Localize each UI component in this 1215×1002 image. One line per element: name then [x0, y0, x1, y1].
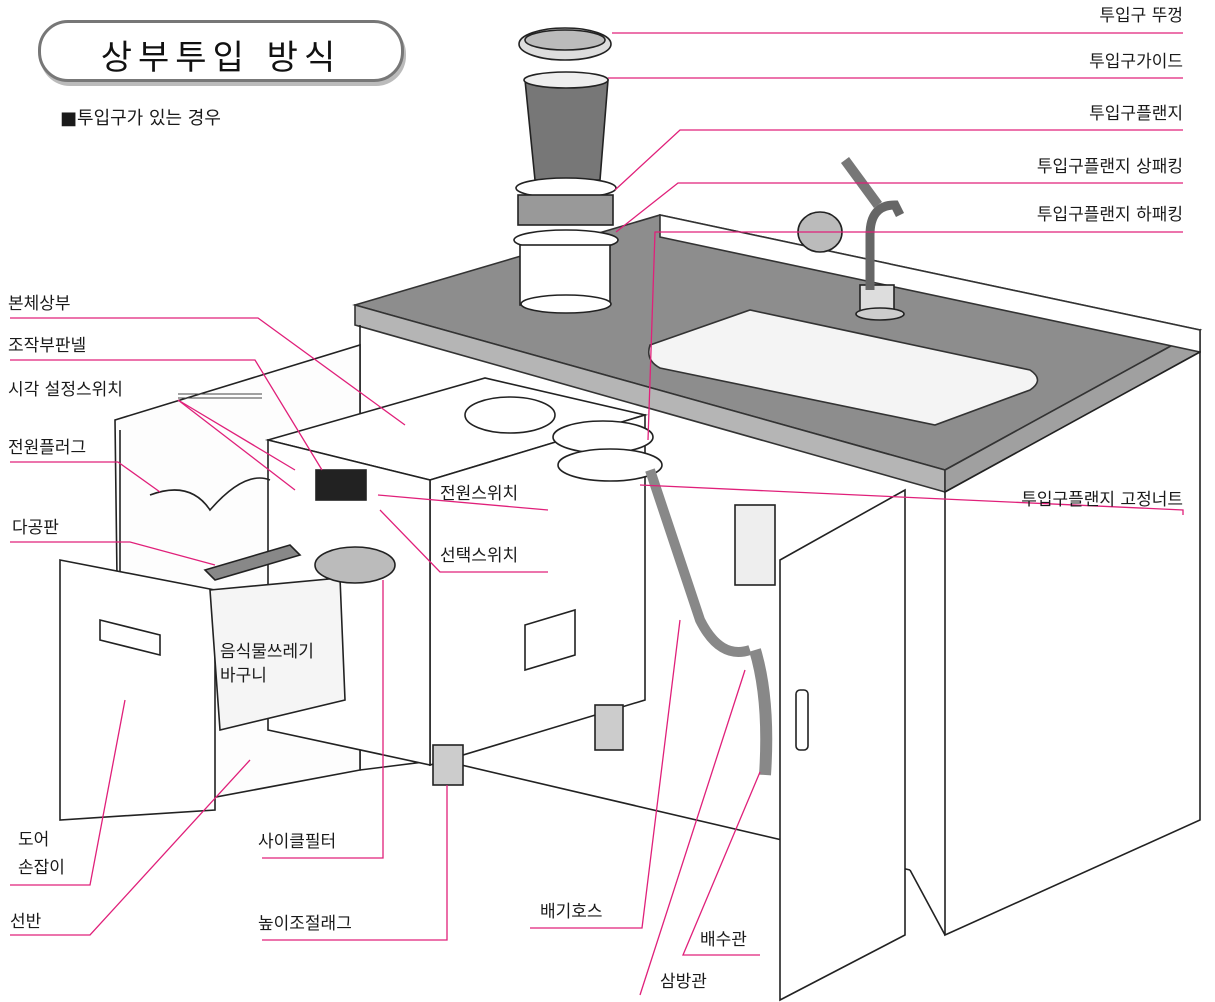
label-power-plug: 전원플러그: [8, 438, 87, 458]
label-cycle-filter: 사이클필터: [258, 832, 337, 852]
label-select-switch: 선택스위치: [440, 546, 519, 566]
label-leveling-leg: 높이조절래그: [258, 914, 352, 934]
label-inlet-cover: 투입구 뚜껑: [1099, 6, 1183, 26]
label-three-way-pipe: 삼방관: [660, 972, 707, 992]
label-flange-upper-packing: 투입구플랜지 상패킹: [1036, 157, 1183, 177]
label-flange-nut: 투입구플랜지 고정너트: [1021, 490, 1183, 510]
inlet-assembly: [513, 27, 619, 314]
label-exhaust-hose: 배기호스: [540, 902, 603, 922]
subtitle: ■투입구가 있는 경우: [60, 108, 221, 129]
label-basket-line2: 바구니: [220, 666, 267, 686]
label-time-switch: 시각 설정스위치: [8, 380, 123, 400]
label-control-panel: 조작부판넬: [8, 336, 87, 356]
label-flange-lower-packing: 투입구플랜지 하패킹: [1036, 205, 1183, 225]
title-badge: 상부투입 방식: [38, 20, 404, 82]
label-basket: 음식물쓰레기 바구니: [220, 640, 314, 688]
label-inlet-flange: 투입구플랜지: [1089, 104, 1183, 124]
label-power-switch: 전원스위치: [440, 484, 519, 504]
label-perforated-plate: 다공판: [12, 518, 59, 538]
label-inlet-guide: 투입구가이드: [1089, 52, 1183, 72]
label-door-handle-line1: 도어: [18, 830, 50, 850]
appliance: [59, 377, 776, 821]
label-drain-pipe: 배수관: [700, 930, 747, 950]
dimension-lines: [178, 393, 262, 399]
label-basket-line1: 음식물쓰레기: [220, 642, 314, 662]
label-body-top: 본체상부: [8, 294, 71, 314]
label-door-handle-line2: 손잡이: [18, 858, 65, 878]
label-shelf: 선반: [10, 912, 42, 932]
page-title: 상부투입 방식: [100, 38, 342, 78]
leader-lines: [10, 32, 1184, 996]
